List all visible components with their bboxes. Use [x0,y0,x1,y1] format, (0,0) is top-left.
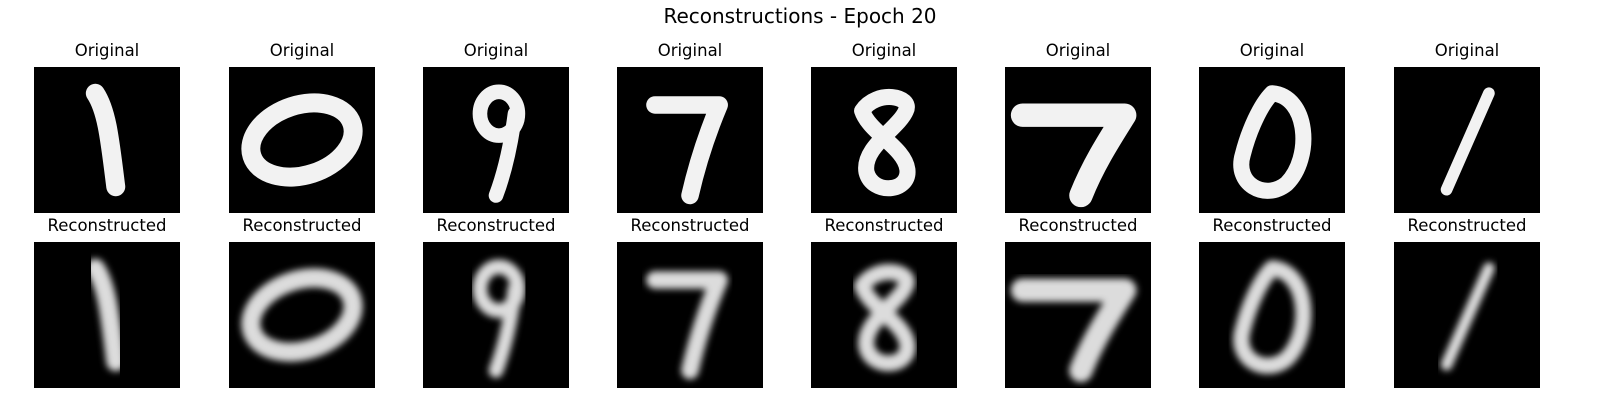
original-image-digit-8 [811,67,957,213]
reconstructed-image-digit-9 [423,242,569,388]
figure-title: Reconstructions - Epoch 20 [663,4,937,28]
reconstructed-image-digit-7 [617,242,763,388]
reconstructed-image-digit-0 [229,242,375,388]
reconstructed-image-digit-8 [811,242,957,388]
original-label: Original [463,41,529,60]
reconstructed-image-digit-1 [34,242,180,388]
original-label: Original [1045,41,1111,60]
original-image-digit-9 [423,67,569,213]
reconstructed-image-digit-1 [1394,242,1540,388]
reconstructed-image-digit-0 [1199,242,1345,388]
original-image-digit-0 [1199,67,1345,213]
reconstructed-label: Reconstructed [1407,216,1527,235]
original-image-digit-1 [34,67,180,213]
original-label: Original [851,41,917,60]
reconstructed-image-digit-7 [1005,242,1151,388]
original-label: Original [269,41,335,60]
original-image-digit-0 [229,67,375,213]
original-label: Original [657,41,723,60]
reconstructed-label: Reconstructed [47,216,167,235]
reconstructed-label: Reconstructed [436,216,556,235]
reconstructed-label: Reconstructed [630,216,750,235]
reconstructed-label: Reconstructed [824,216,944,235]
original-label: Original [1239,41,1305,60]
reconstructed-label: Reconstructed [1212,216,1332,235]
original-image-digit-7 [1005,67,1151,213]
original-label: Original [1434,41,1500,60]
original-image-digit-1 [1394,67,1540,213]
original-label: Original [74,41,140,60]
original-image-digit-7 [617,67,763,213]
reconstructed-label: Reconstructed [1018,216,1138,235]
reconstructed-label: Reconstructed [242,216,362,235]
